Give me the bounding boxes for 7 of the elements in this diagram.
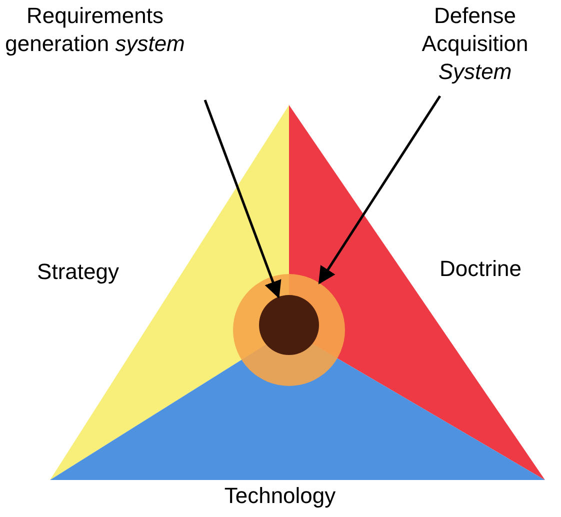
- sector-label: Doctrine: [438, 255, 522, 283]
- node-label: Requirements generation system: [5, 2, 185, 58]
- sector-label: Technology: [223, 482, 337, 510]
- sector-label: Strategy: [36, 258, 120, 286]
- arrow: [318, 95, 442, 284]
- arrow: [204, 100, 282, 299]
- node-label: Defense Acquisition System: [420, 2, 530, 86]
